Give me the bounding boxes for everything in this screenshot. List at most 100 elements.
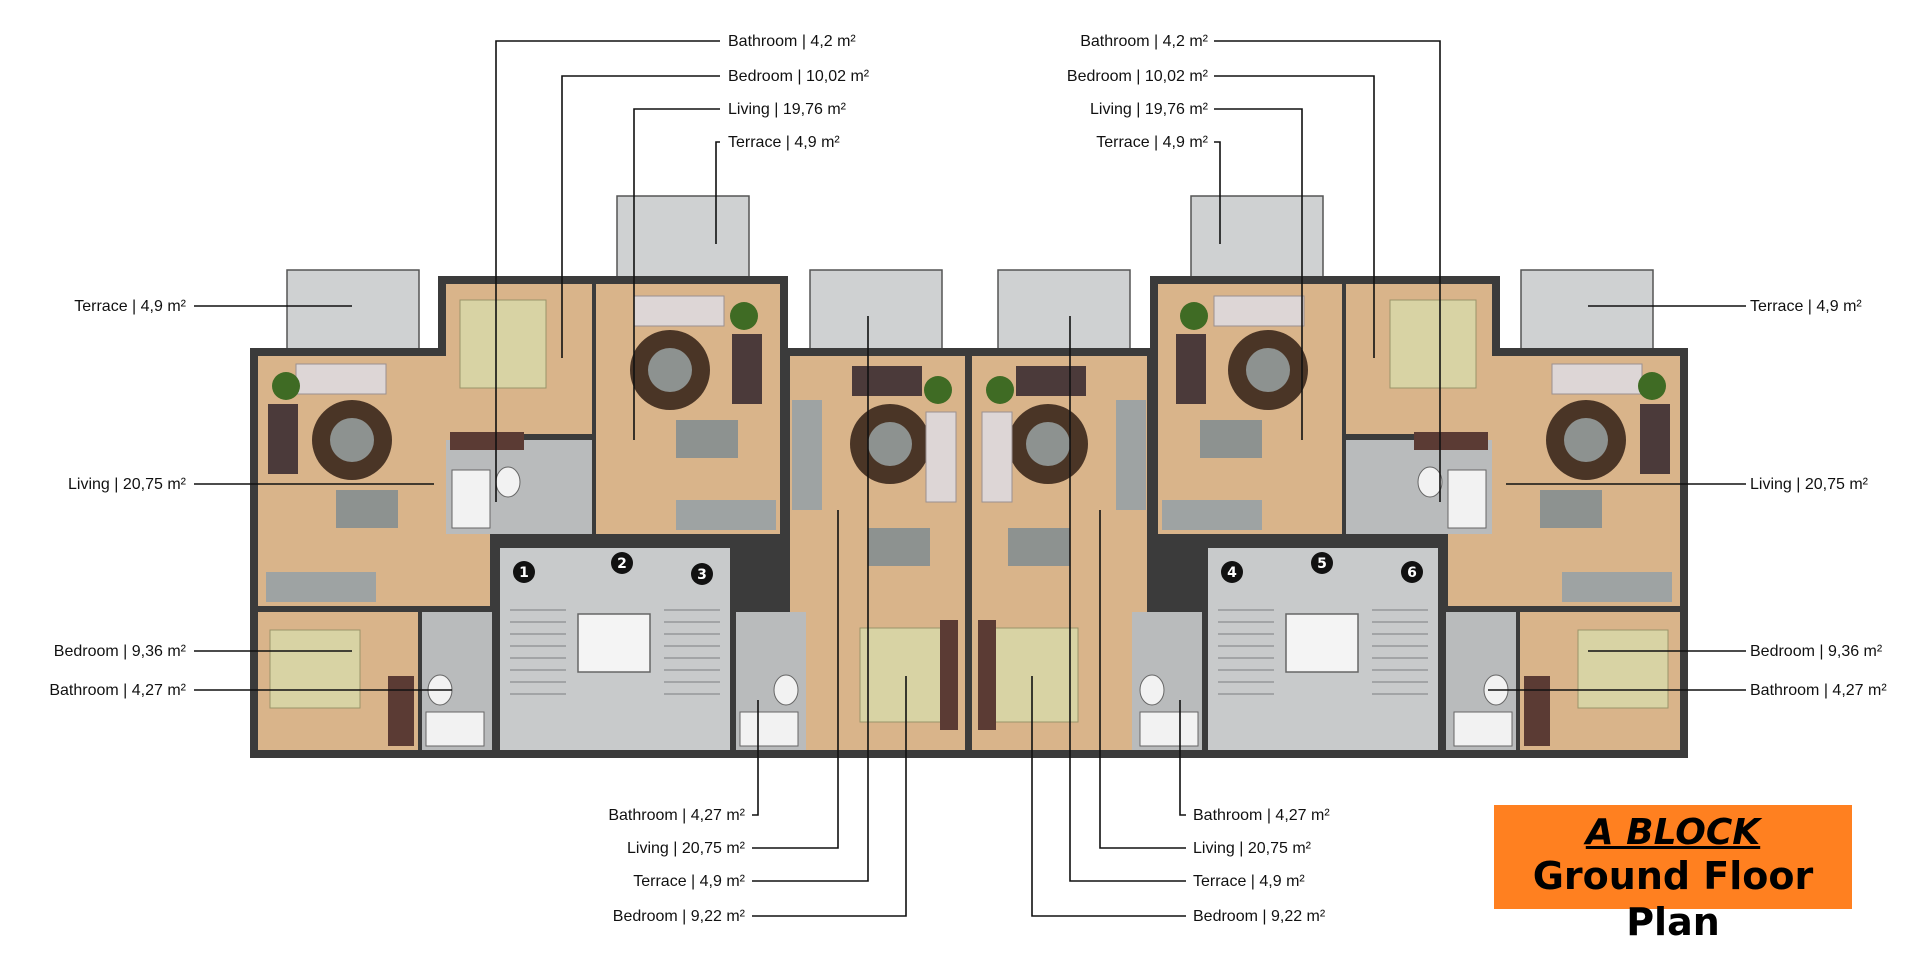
leader-top-right-bathroom — [1214, 40, 1441, 502]
wardrobe-unit-6 — [1524, 676, 1550, 746]
unit-marker-4 — [1221, 561, 1243, 583]
armchair-unit-4 — [1016, 366, 1086, 396]
unit-number-markers: 1 2 3 4 5 6 — [513, 552, 1423, 585]
sofa-unit-1 — [295, 363, 387, 395]
plant-unit-6 — [1638, 372, 1666, 400]
sofa-unit-5 — [1213, 295, 1305, 327]
bed-unit-6 — [1577, 629, 1669, 709]
elevator-left — [577, 613, 651, 673]
stair-steps-left — [510, 609, 720, 695]
armchair-unit-3 — [852, 366, 922, 396]
label-bottom-right-bathroom: Bathroom | 4,27 m² — [1193, 807, 1330, 824]
terrace-unit-2 — [616, 195, 750, 283]
leader-top-left-terrace — [715, 141, 720, 244]
shower-unit-3 — [739, 711, 799, 747]
leader-top-right-bedroom — [1214, 75, 1375, 358]
plant-unit-4 — [986, 376, 1014, 404]
sofa-unit-2 — [633, 295, 725, 327]
dining-table-unit-5 — [1200, 420, 1262, 458]
shower-unit-6 — [1453, 711, 1513, 747]
wardrobe-unit-2 — [450, 432, 524, 450]
coffee-table-unit-5 — [1246, 348, 1290, 392]
leader-bottom-right-bathroom — [1179, 700, 1186, 816]
plan-title: Ground Floor Plan — [1532, 854, 1814, 944]
label-left-bathroom: Bathroom | 4,27 m² — [49, 682, 186, 699]
leader-top-left-bedroom — [561, 75, 720, 358]
label-right-living: Living | 20,75 m² — [1750, 476, 1869, 493]
leader-bottom-right-terrace — [1069, 316, 1186, 882]
shower-unit-4 — [1139, 711, 1199, 747]
dining-table-unit-4 — [1008, 528, 1070, 566]
label-top-left-living: Living | 19,76 m² — [728, 101, 847, 118]
label-top-right-bathroom: Bathroom | 4,2 m² — [1080, 33, 1208, 50]
unit-marker-3 — [691, 563, 713, 585]
coffee-table-unit-3 — [868, 422, 912, 466]
dining-table-unit-2 — [676, 420, 738, 458]
unit-marker-2 — [611, 552, 633, 574]
armchair-unit-6 — [1640, 404, 1670, 474]
bed-unit-4 — [991, 627, 1079, 723]
terrace-unit-5 — [1190, 195, 1324, 283]
label-right-terrace: Terrace | 4,9 m² — [1750, 298, 1862, 315]
shower-unit-5 — [1447, 469, 1487, 529]
toilet-unit-4 — [1139, 674, 1165, 706]
sofa-unit-3 — [925, 411, 957, 503]
unit-number-4: 4 — [1227, 565, 1237, 581]
stair-steps-right — [1218, 609, 1428, 695]
shower-unit-1 — [425, 711, 485, 747]
label-bottom-right-living: Living | 20,75 m² — [1193, 840, 1312, 857]
toilet-unit-2 — [495, 466, 521, 498]
label-left-living: Living | 20,75 m² — [68, 476, 187, 493]
leader-bottom-left-terrace — [752, 316, 869, 882]
label-bottom-left-living: Living | 20,75 m² — [627, 840, 746, 857]
dining-table-unit-3 — [868, 528, 930, 566]
leader-lines — [194, 40, 1746, 917]
plan-title-box: A BLOCK Ground Floor Plan — [1494, 805, 1852, 944]
terrace-unit-4 — [997, 269, 1131, 351]
toilet-unit-5 — [1417, 466, 1443, 498]
sofa-unit-4 — [981, 411, 1013, 503]
leader-bottom-right-bedroom — [1031, 676, 1186, 917]
label-top-right-terrace: Terrace | 4,9 m² — [1096, 134, 1208, 151]
furniture — [266, 295, 1672, 747]
wardrobe-unit-3 — [940, 620, 958, 730]
leader-bottom-left-bedroom — [752, 676, 907, 917]
leader-top-right-terrace — [1214, 141, 1221, 244]
kitchen-counter-unit-6 — [1562, 572, 1672, 602]
sofa-unit-6 — [1551, 363, 1643, 395]
label-top-left-bathroom: Bathroom | 4,2 m² — [728, 33, 856, 50]
leader-bottom-right-living — [1099, 510, 1186, 849]
elevator-right — [1285, 613, 1359, 673]
wardrobe-unit-4 — [978, 620, 996, 730]
kitchen-counter-unit-1 — [266, 572, 376, 602]
bed-unit-5 — [1389, 299, 1477, 389]
label-top-left-bedroom: Bedroom | 10,02 m² — [728, 68, 870, 85]
terrace-unit-6 — [1520, 269, 1654, 351]
dining-table-unit-1 — [336, 490, 398, 528]
plant-unit-5 — [1180, 302, 1208, 330]
label-top-right-living: Living | 19,76 m² — [1090, 101, 1209, 118]
bed-unit-1 — [269, 629, 361, 709]
coffee-table-unit-4 — [1026, 422, 1070, 466]
armchair-unit-2 — [732, 334, 762, 404]
label-right-bedroom: Bedroom | 9,36 m² — [1750, 643, 1883, 660]
armchair-unit-5 — [1176, 334, 1206, 404]
unit-number-5: 5 — [1317, 556, 1327, 572]
plant-unit-3 — [924, 376, 952, 404]
bed-unit-3 — [859, 627, 947, 723]
toilet-unit-3 — [773, 674, 799, 706]
label-top-left-terrace: Terrace | 4,9 m² — [728, 134, 840, 151]
label-left-terrace: Terrace | 4,9 m² — [74, 298, 186, 315]
unit-marker-5 — [1311, 552, 1333, 574]
coffee-table-unit-6 — [1564, 418, 1608, 462]
leader-top-right-living — [1214, 108, 1303, 440]
block-name: A BLOCK — [1585, 812, 1761, 853]
kitchen-counter-unit-4 — [1116, 400, 1146, 510]
label-bottom-right-terrace: Terrace | 4,9 m² — [1193, 873, 1305, 890]
unit-marker-6 — [1401, 561, 1423, 583]
bed-unit-2 — [459, 299, 547, 389]
dining-table-unit-6 — [1540, 490, 1602, 528]
terrace-unit-1 — [286, 269, 420, 351]
plant-unit-1 — [272, 372, 300, 400]
unit-number-3: 3 — [697, 567, 707, 583]
